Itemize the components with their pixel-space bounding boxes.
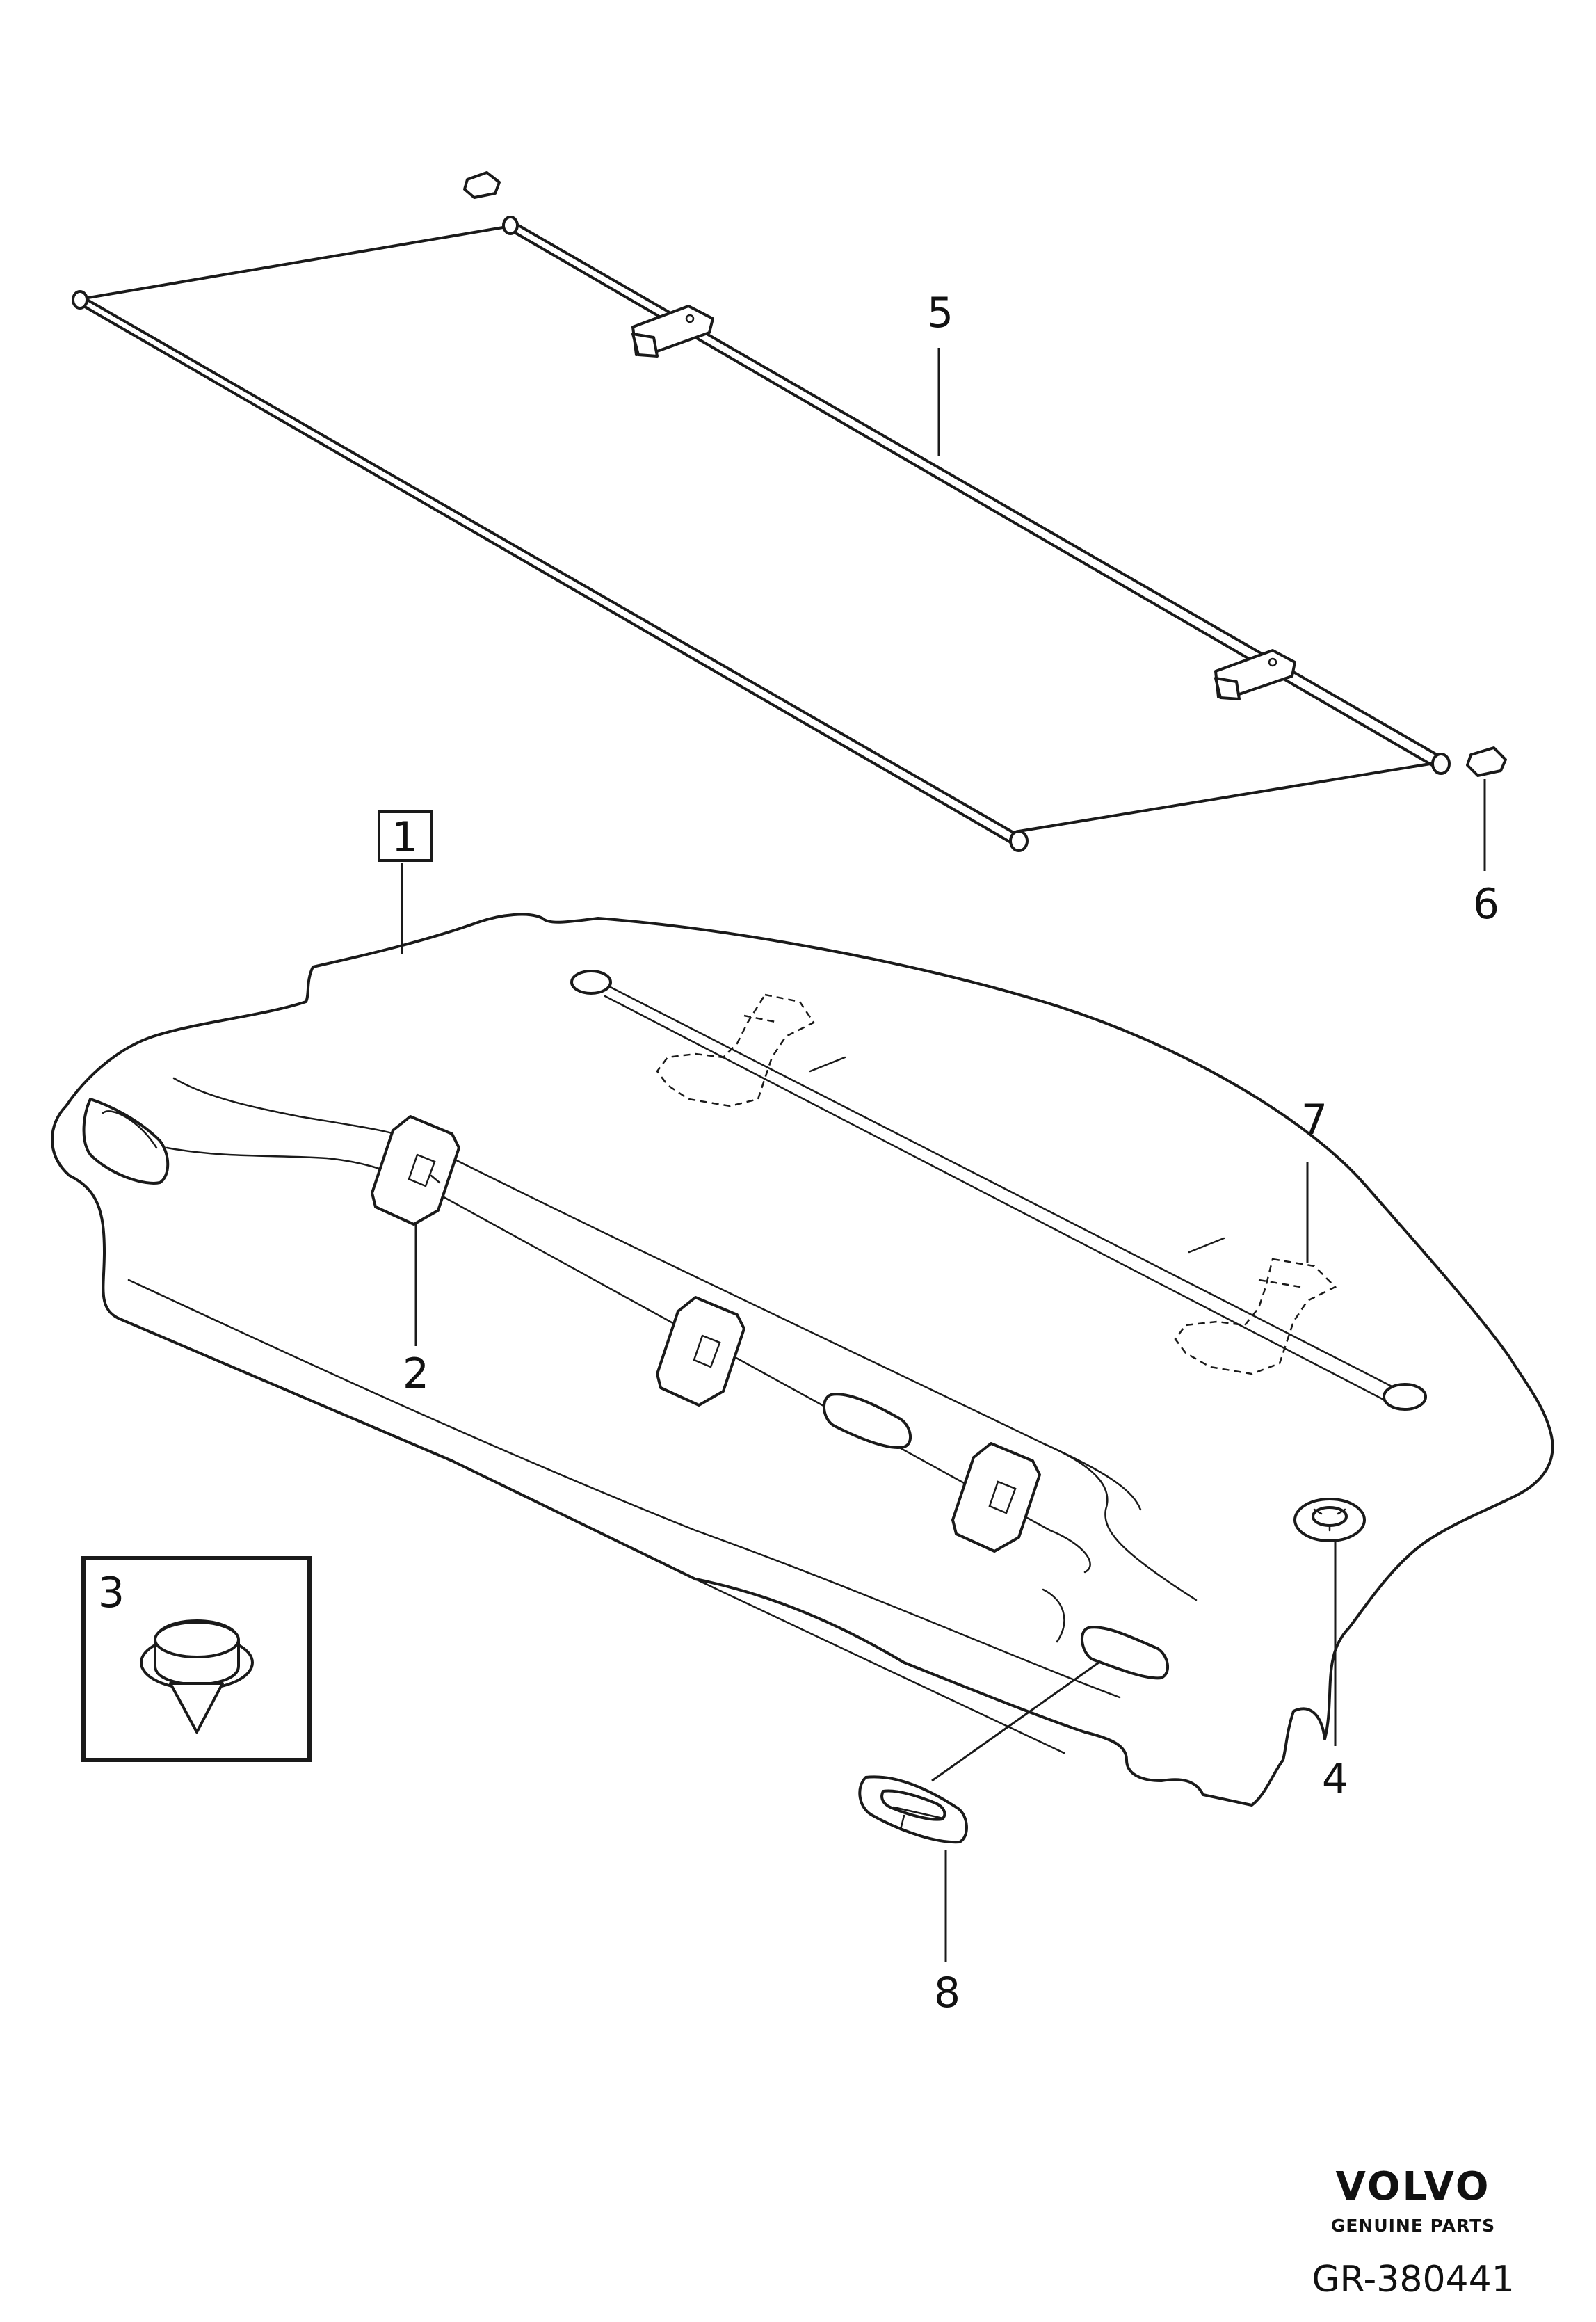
branding: VOLVO GENUINE PARTS GR-380441 [1312,2164,1515,2300]
callout-2: 2 [403,1350,429,1398]
end-cap-part-6 [1466,746,1507,777]
genuine-parts-text: GENUINE PARTS [1331,2216,1495,2236]
volvo-logo-text: VOLVO [1336,2164,1491,2209]
belt-cover-left-part-2 [371,1115,460,1226]
belt-cover-right [951,1442,1041,1553]
end-cap-top [463,171,501,199]
shelf-vent-right [1080,1626,1169,1680]
shelf-vent-center [822,1393,912,1449]
reinforcement-bracket-rear [656,993,846,1107]
push-clip-inset [81,1556,312,1762]
shade-bracket-left [631,305,714,358]
vent-trim-part-8 [858,1775,968,1844]
shelf-vent-left [82,1098,170,1185]
callout-6: 6 [1473,880,1499,929]
callout-8: 8 [934,1969,960,2017]
reinforcement-bracket-front-part-7 [1174,1237,1337,1375]
callout-box-1 [378,810,433,862]
belt-cover-center [656,1296,745,1407]
callout-5: 5 [927,289,953,337]
shade-rod-front [72,290,1029,852]
shade-rod-rear [502,216,1451,775]
diagram-code: GR-380441 [1312,2259,1515,2300]
parcel-shelf [51,913,1554,1807]
callout-4: 4 [1322,1755,1348,1804]
sun-shade-assembly [72,216,1451,852]
callout-1: 1 [392,813,418,862]
leader-lines [401,348,1486,1962]
shade-bracket-right [1214,649,1296,700]
callout-3: 3 [98,1569,124,1617]
grommet-part-4 [1293,1498,1366,1542]
callout-7: 7 [1301,1096,1328,1144]
callouts: 1 2 3 4 5 6 7 8 [98,289,1499,2017]
